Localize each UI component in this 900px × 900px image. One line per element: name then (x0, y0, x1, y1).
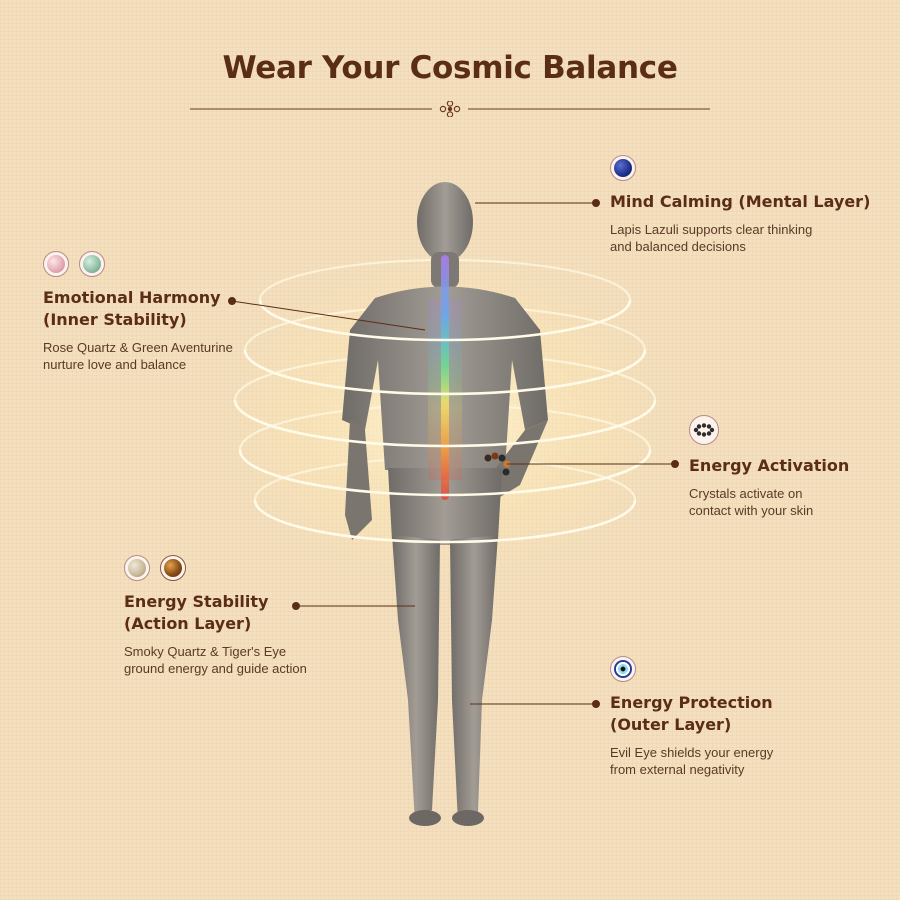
energy-stability-heading: Energy Stability (Action Layer) (124, 592, 269, 633)
ornamental-divider (190, 101, 710, 117)
energy-activation-heading: Energy Activation (689, 456, 850, 475)
knot-ornament-icon (439, 101, 461, 117)
tigers-eye-stone-icon (160, 555, 186, 581)
callout-energy-protection: Energy Protection (Outer Layer) Evil Eye… (610, 656, 773, 778)
energy-stability-description: Smoky Quartz & Tiger's Eye ground energy… (124, 644, 307, 676)
page-title: Wear Your Cosmic Balance (222, 50, 678, 86)
energy-protection-heading: Energy Protection (Outer Layer) (610, 693, 773, 734)
callout-mind-calming: Mind Calming (Mental Layer) Lapis Lazuli… (610, 155, 870, 255)
mind-calming-heading: Mind Calming (Mental Layer) (610, 192, 871, 211)
body-silhouette (342, 182, 548, 826)
emotional-harmony-description: Rose Quartz & Green Aventurine nurture l… (43, 340, 233, 372)
rose-quartz-stone-icon (43, 251, 69, 277)
bracelet-icon (689, 415, 719, 445)
evil-eye-stone-icon (610, 656, 636, 682)
emotional-harmony-heading: Emotional Harmony (Inner Stability) (43, 288, 221, 329)
energy-activation-description: Crystals activate on contact with your s… (689, 486, 814, 518)
green-aventurine-stone-icon (79, 251, 105, 277)
callout-energy-stability: Energy Stability (Action Layer) Smoky Qu… (124, 555, 307, 677)
smoky-quartz-stone-icon (124, 555, 150, 581)
callout-energy-activation: Energy Activation Crystals activate on c… (689, 415, 849, 519)
mind-calming-description: Lapis Lazuli supports clear thinking and… (610, 222, 813, 254)
lapis-lazuli-stone-icon (610, 155, 636, 181)
energy-protection-description: Evil Eye shields your energy from extern… (610, 745, 774, 777)
callout-emotional-harmony: Emotional Harmony (Inner Stability) Rose… (43, 251, 233, 373)
